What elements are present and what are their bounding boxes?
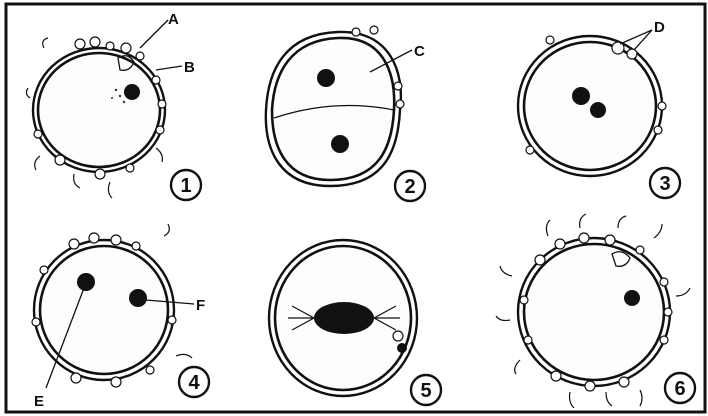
- label-e: E: [34, 393, 44, 410]
- panel-number: 4: [188, 372, 200, 394]
- label-b: B: [184, 59, 195, 76]
- blastomere-nucleus-top: [317, 69, 335, 87]
- label-a: A: [168, 11, 179, 28]
- male-pronucleus: [590, 102, 606, 118]
- panel-number: 5: [420, 380, 431, 402]
- female-pronucleus: [572, 87, 590, 105]
- label-c: C: [414, 43, 425, 60]
- panel-number: 1: [180, 175, 191, 197]
- label-d: D: [654, 19, 665, 36]
- label-f: F: [196, 297, 205, 314]
- panel-number: 2: [404, 176, 415, 198]
- blastomere-nucleus-bottom: [331, 135, 349, 153]
- egg-membrane: [524, 244, 664, 380]
- egg-nucleus: [624, 290, 640, 306]
- panel-number: 6: [674, 378, 685, 400]
- metaphase-spindle: [314, 302, 374, 334]
- egg-pronucleus: [129, 289, 147, 307]
- egg-membrane: [272, 38, 394, 180]
- egg-membrane: [38, 53, 160, 167]
- panel-number: 3: [659, 173, 670, 195]
- egg-membrane: [524, 42, 656, 170]
- egg-nucleus: [124, 84, 140, 100]
- sperm-pronucleus: [77, 273, 95, 291]
